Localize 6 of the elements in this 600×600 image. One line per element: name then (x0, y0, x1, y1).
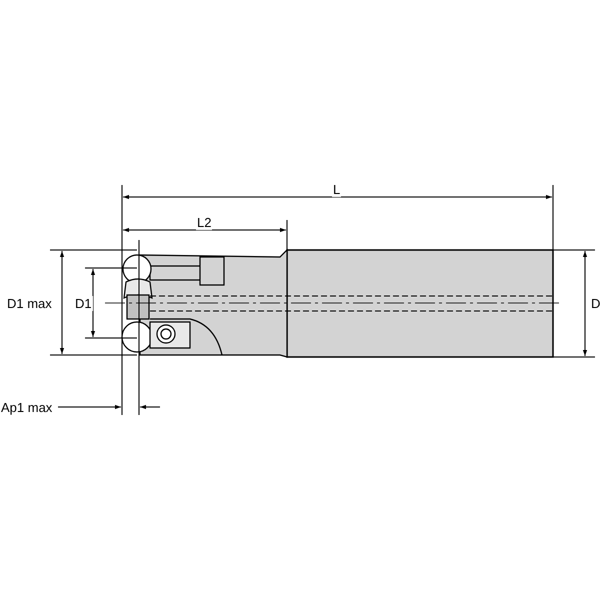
dimension-label: Ap1 max (0, 400, 54, 415)
dimension-label: L2 (196, 215, 212, 230)
dimension-label: D (590, 296, 600, 311)
dimension-label: D1 max (6, 296, 53, 311)
dimension-label: D1 (74, 296, 93, 311)
dimension-label: L (332, 182, 342, 197)
